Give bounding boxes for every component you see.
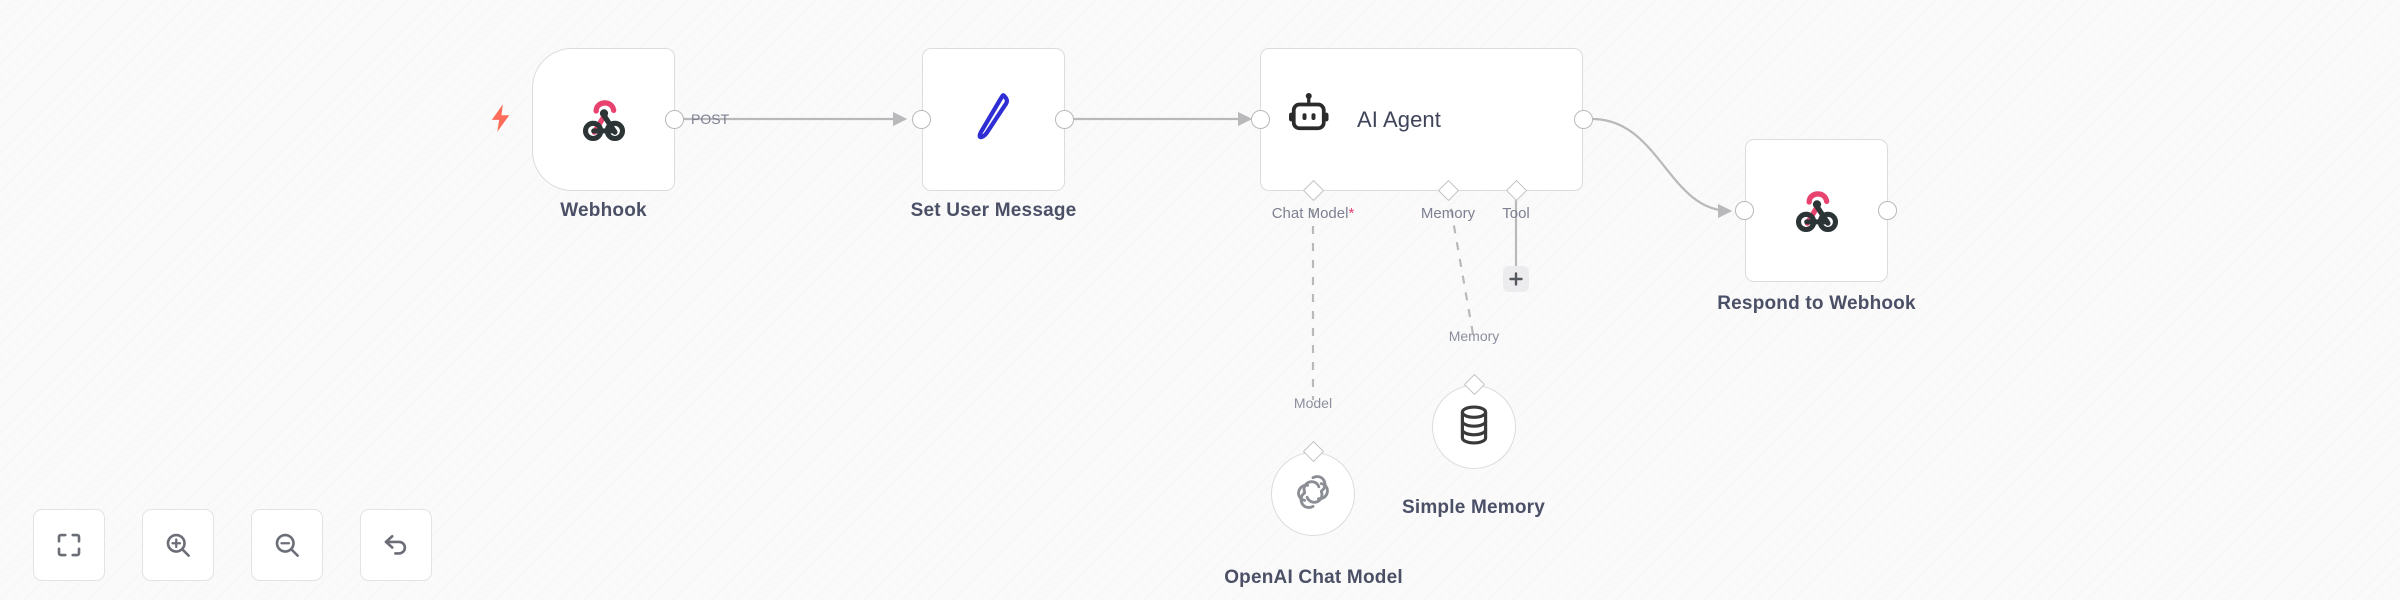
webhook-output-endpoint[interactable] bbox=[665, 110, 684, 129]
node-caption-simple-memory: Simple Memory bbox=[1401, 497, 1546, 518]
ai-agent-chat-model-label: Chat Model* bbox=[1233, 205, 1393, 222]
node-set-user-message[interactable] bbox=[922, 48, 1065, 191]
required-asterisk: * bbox=[1348, 205, 1355, 222]
set-user-message-output-endpoint[interactable] bbox=[1055, 110, 1074, 129]
node-caption-webhook: Webhook bbox=[560, 200, 647, 221]
zoom-in-button[interactable] bbox=[142, 509, 214, 581]
edge-agent-to-respond bbox=[1591, 117, 1733, 219]
zoom-out-icon bbox=[275, 533, 299, 557]
ai-agent-tool-label: Tool bbox=[1502, 205, 1530, 222]
database-icon bbox=[1454, 403, 1494, 452]
openai-icon bbox=[1290, 469, 1336, 520]
webhook-icon bbox=[1788, 179, 1846, 242]
ai-agent-input-endpoint[interactable] bbox=[1251, 110, 1270, 129]
zoom-in-icon bbox=[166, 533, 190, 557]
ai-agent-title: AI Agent bbox=[1357, 106, 1441, 132]
webhook-output-label: POST bbox=[691, 111, 730, 127]
openai-model-connection-label: Model bbox=[1293, 395, 1333, 411]
zoom-out-button[interactable] bbox=[251, 509, 323, 581]
respond-to-webhook-input-endpoint[interactable] bbox=[1735, 201, 1754, 220]
reset-zoom-button[interactable] bbox=[360, 509, 432, 581]
simple-memory-connection-label: Memory bbox=[1448, 328, 1500, 344]
add-tool-button[interactable] bbox=[1503, 266, 1529, 292]
edit-pencil-icon bbox=[968, 87, 1020, 152]
robot-icon bbox=[1285, 92, 1335, 147]
fit-to-view-icon bbox=[57, 533, 81, 557]
trigger-bolt-icon bbox=[490, 104, 512, 137]
canvas-zoom-toolbar[interactable] bbox=[33, 509, 432, 581]
node-caption-respond-to-webhook: Respond to Webhook bbox=[1717, 293, 1916, 314]
ai-agent-output-endpoint[interactable] bbox=[1574, 110, 1593, 129]
plus-icon bbox=[1509, 272, 1523, 286]
set-user-message-input-endpoint[interactable] bbox=[912, 110, 931, 129]
node-ai-agent[interactable]: AI Agent bbox=[1260, 48, 1583, 191]
node-caption-openai-chat-model: OpenAI Chat Model bbox=[1224, 567, 1403, 588]
respond-to-webhook-output-endpoint[interactable] bbox=[1878, 201, 1897, 220]
webhook-icon bbox=[575, 88, 633, 151]
subnode-simple-memory[interactable] bbox=[1432, 385, 1516, 469]
subnode-openai-chat-model[interactable] bbox=[1271, 452, 1355, 536]
node-caption-set-user-message: Set User Message bbox=[910, 200, 1077, 221]
zoom-to-fit-button[interactable] bbox=[33, 509, 105, 581]
node-webhook[interactable] bbox=[532, 48, 675, 191]
node-respond-to-webhook[interactable] bbox=[1745, 139, 1888, 282]
undo-arrow-icon bbox=[384, 534, 407, 555]
chat-model-label-text: Chat Model bbox=[1271, 205, 1349, 222]
